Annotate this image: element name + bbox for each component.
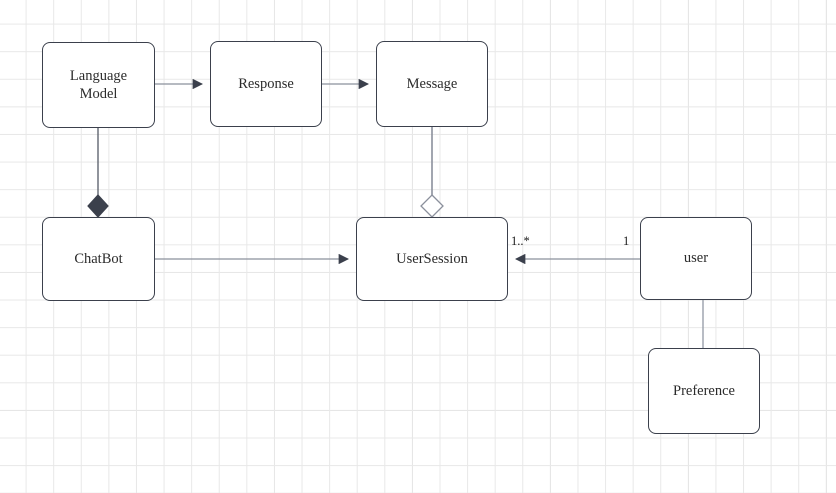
edge-message-to-usersession (420, 127, 444, 218)
aggregation-diamond-icon (420, 194, 444, 218)
node-label-usersession: UserSession (396, 250, 468, 267)
edge-language-model-to-chatbot (87, 128, 109, 218)
node-label-language-model: Language Model (69, 67, 128, 102)
node-usersession[interactable]: UserSession (356, 217, 508, 301)
node-response[interactable]: Response (210, 41, 322, 127)
node-label-preference: Preference (673, 382, 735, 399)
node-message[interactable]: Message (376, 41, 488, 127)
node-label-user: user (683, 250, 709, 267)
node-label-message: Message (406, 75, 458, 92)
node-user[interactable]: user (640, 217, 752, 300)
node-label-chatbot: ChatBot (74, 250, 123, 267)
node-preference[interactable]: Preference (648, 348, 760, 434)
composition-diamond-icon (87, 194, 109, 218)
node-language-model[interactable]: Language Model (42, 42, 155, 128)
multiplicity-user-end: 1 (623, 234, 630, 248)
node-chatbot[interactable]: ChatBot (42, 217, 155, 301)
node-label-response: Response (238, 75, 294, 92)
multiplicity-usersession-end: 1..* (511, 234, 530, 248)
